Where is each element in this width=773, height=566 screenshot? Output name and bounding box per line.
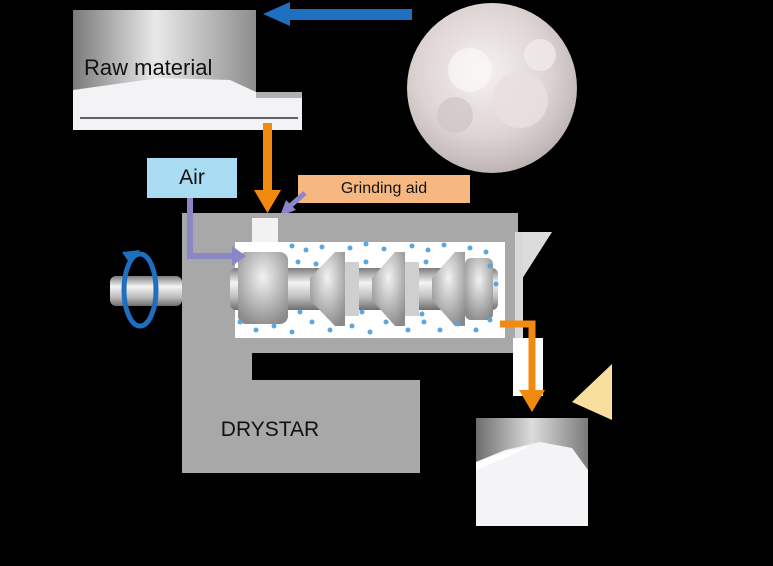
material-feed-arrow bbox=[254, 123, 281, 213]
feed-arrow bbox=[263, 2, 412, 26]
product-bin bbox=[476, 418, 588, 526]
machine-name-label: DRYSTAR bbox=[220, 418, 320, 441]
discharge-chute bbox=[500, 320, 545, 412]
air-label: Air bbox=[179, 166, 205, 189]
feed-inlet bbox=[252, 218, 278, 242]
air-flow-arrow bbox=[187, 198, 236, 259]
air-flow-arrowhead bbox=[232, 246, 246, 266]
air-box bbox=[147, 158, 237, 198]
powder-image bbox=[407, 3, 577, 173]
raw-material-label: Raw material bbox=[84, 55, 213, 80]
grinding-media-beads bbox=[237, 241, 499, 335]
grinding-aid-box bbox=[298, 175, 470, 203]
raw-material-hopper bbox=[73, 10, 302, 130]
rotation-arrow bbox=[121, 250, 159, 329]
grinding-aid-label: Grinding aid bbox=[340, 180, 428, 197]
drive-shaft bbox=[110, 276, 182, 306]
product-marker bbox=[572, 364, 612, 420]
grinding-chamber bbox=[230, 242, 505, 338]
grinding-aid-arrow bbox=[280, 191, 307, 216]
